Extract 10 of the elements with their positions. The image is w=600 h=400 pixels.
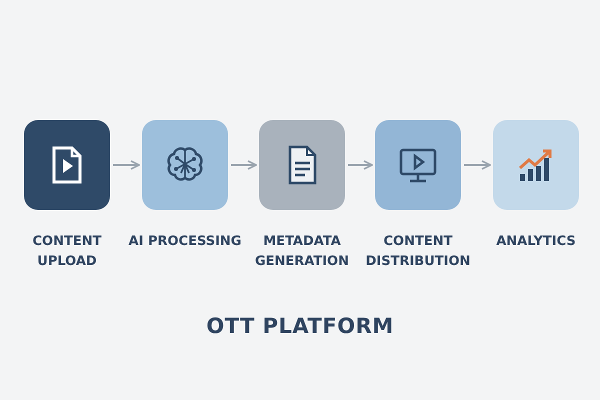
step-label: METADATA GENERATION <box>254 233 350 271</box>
caption: OTT PLATFORM <box>205 314 395 338</box>
arrow <box>348 160 373 170</box>
step-label: CONTENT UPLOAD <box>32 233 102 271</box>
arrow <box>464 160 491 170</box>
step-label: CONTENT DISTRIBUTION <box>364 233 472 271</box>
arrow <box>231 160 257 170</box>
arrow <box>113 160 140 170</box>
step-label: ANALYTICS <box>495 233 577 251</box>
step-label: AI PROCESSING <box>128 233 242 251</box>
